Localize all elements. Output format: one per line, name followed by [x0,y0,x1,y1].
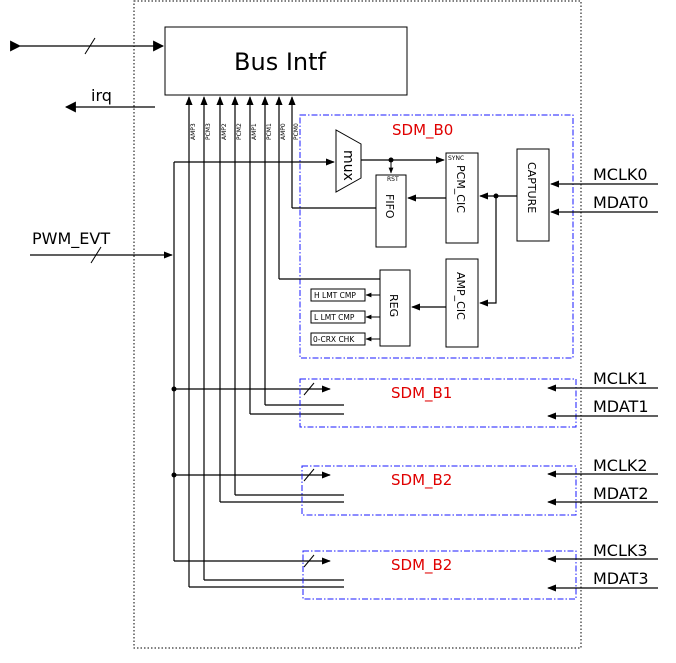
irq-label: irq [91,86,112,105]
pwm-evt-label: PWM_EVT [32,229,110,249]
b1-slash [303,382,315,396]
bus-signal-label: PCM2 [236,123,243,140]
reg-block [379,269,411,347]
b3-slash [303,554,315,568]
pwm-evt-slash [90,246,102,264]
b2-slash [303,468,315,482]
mdat3-label: MDAT3 [593,569,649,588]
bus-signal-label: AMP0 [280,123,287,140]
bus-intf-block [164,26,408,96]
sdm-b0-module [299,114,574,359]
mdat0-label: MDAT0 [593,193,649,212]
h-lmt-cmp-block [310,288,366,302]
chip-boundary [133,0,582,649]
mclk2-label: MCLK2 [593,456,648,475]
l-lmt-cmp-label: L LMT CMP [314,313,355,322]
sdm-b1-module [299,378,577,428]
external-bus-slash [84,37,96,55]
sdm-b3-module [302,550,577,600]
bus-signal-label: AMP2 [221,123,228,140]
mdat2-label: MDAT2 [593,484,649,503]
capture-block [516,148,550,242]
bus-signal-label: AMP1 [251,123,258,140]
bus-signal-label: AMP3 [190,123,197,140]
mclk3-label: MCLK3 [593,541,648,560]
fifo-label: FIFO [383,194,396,219]
mclk1-label: MCLK1 [593,369,648,388]
zcrx-chk-block [310,332,366,346]
mux-label: mux [340,150,356,181]
amp-cic-block [445,258,479,348]
sdm-b0-label: SDM_B0 [392,121,453,140]
bus-signal-label: PCM0 [293,123,300,140]
capture-to-amp-cic [479,196,497,307]
reg-label: REG [387,294,400,317]
mux-block [335,129,362,193]
mclk0-label: MCLK0 [593,165,648,184]
sdm-b2-module [301,465,577,516]
bus-intf-label: Bus Intf [234,48,327,76]
bus-signal-label: PCM3 [205,123,212,140]
pcm-cic-label: PCM_CIC [454,165,467,213]
amp-cic-label: AMP_CIC [454,272,467,320]
pcm-cic-block [445,152,479,244]
sync-label: SYNC [448,155,464,162]
sdm-b1-label: SDM_B1 [391,384,452,403]
bus-signal-label: PCM1 [266,123,273,140]
rst-label: RST [387,176,399,183]
zcrx-chk-label: 0-CRX CHK [313,335,355,344]
sdm-b2-label: SDM_B2 [391,471,452,490]
capture-out-junction [493,193,499,199]
h-lmt-cmp-label: H LMT CMP [314,291,356,300]
l-lmt-cmp-block [310,310,366,324]
mdat1-label: MDAT1 [593,397,649,416]
fifo-block [375,174,407,248]
sdm-b3-label: SDM_B2 [391,556,452,575]
capture-label: CAPTURE [525,162,538,213]
bus-signal-labels: AMP3 PCM3 AMP2 PCM2 AMP1 PCM1 AMP0 PCM0 [190,123,300,140]
